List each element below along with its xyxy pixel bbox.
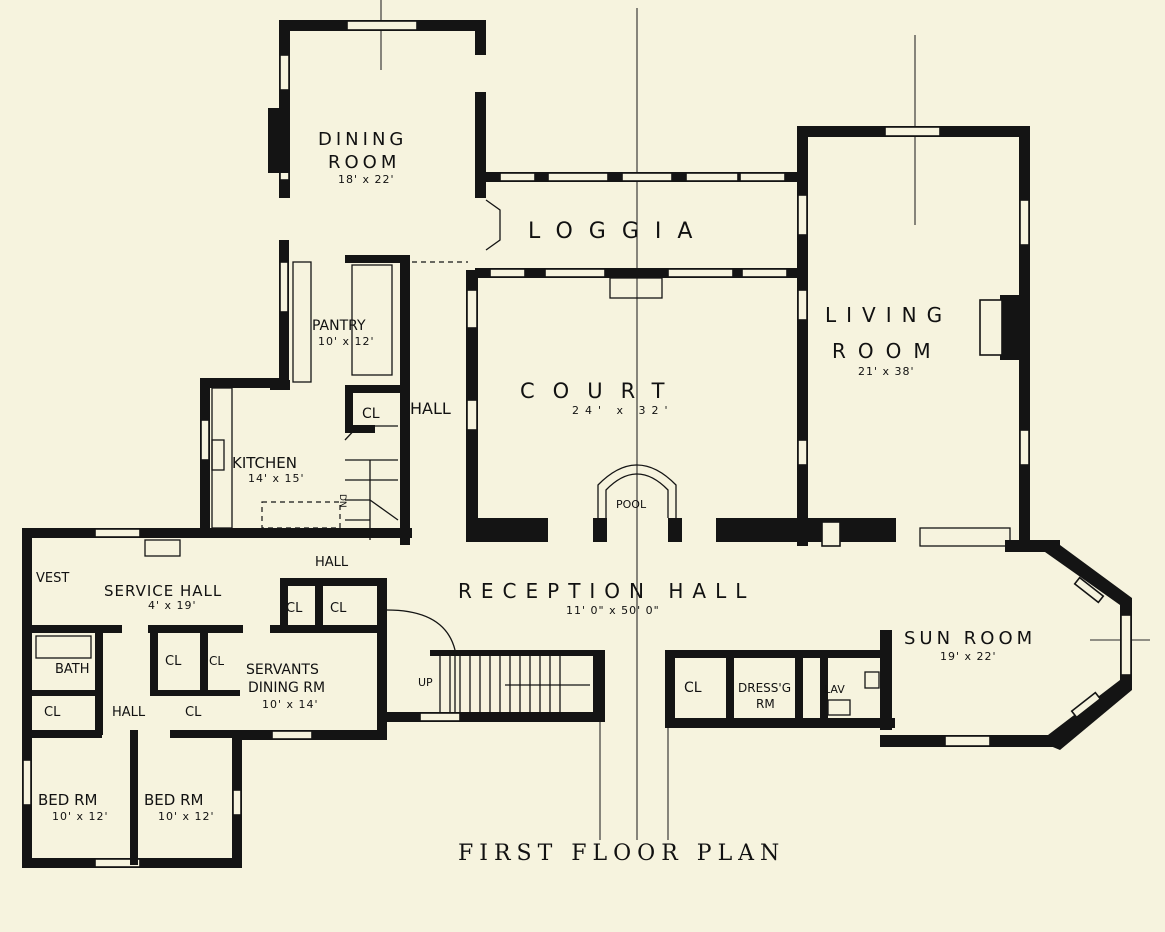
loggia-walls	[412, 172, 805, 299]
sun-room-dimensions: 19' x 22'	[940, 650, 997, 663]
living-room-label-line1: LIVING	[825, 303, 952, 327]
living-room-walls	[797, 126, 1030, 546]
vest-label: VEST	[36, 571, 69, 586]
kitchen-walls	[200, 378, 341, 530]
closet-e-label: CL	[684, 680, 702, 696]
plan-title: FIRST FLOOR PLAN	[458, 841, 785, 866]
bath-label: BATH	[55, 662, 90, 677]
closet-d-label: CL	[209, 654, 224, 668]
stair-dn-label: DN	[337, 494, 347, 508]
room-labels: DINING ROOM 18' x 22' LOGGIA LIVING ROOM…	[36, 129, 1036, 823]
closet-g-label: CL	[185, 705, 202, 720]
dining-room-label-line2: ROOM	[328, 152, 400, 173]
pantry-label: PANTRY	[312, 318, 366, 334]
servants-dining-label-line1: SERVANTS	[246, 662, 319, 678]
service-hall-dimensions: 4' x 19'	[148, 599, 197, 612]
stair-up-label: UP	[418, 676, 433, 689]
reception-hall-label: RECEPTION HALL	[458, 579, 755, 603]
dining-room-walls	[268, 20, 486, 198]
dining-room-label-line1: DINING	[318, 129, 407, 150]
closet-kitchen-label: CL	[362, 406, 380, 422]
reception-hall-walls	[385, 518, 896, 728]
dressing-room-label-line1: DRESS'G	[738, 681, 791, 695]
servants-dining-dimensions: 10' x 14'	[262, 698, 319, 711]
closet-f-label: CL	[44, 705, 61, 720]
closet-c-label: CL	[165, 654, 182, 669]
closet-a-label: CL	[286, 601, 303, 616]
service-hall-label: SERVICE HALL	[104, 582, 222, 600]
sun-room-walls	[880, 527, 1132, 750]
lav-label: LAV	[824, 683, 845, 696]
court-walls	[466, 270, 806, 542]
hall-lower-label: HALL	[112, 705, 146, 720]
living-room-dimensions: 21' x 38'	[858, 365, 915, 378]
pantry-walls	[279, 240, 410, 545]
court-dimensions: 24' x 32'	[572, 404, 674, 417]
dining-room-dimensions: 18' x 22'	[338, 173, 395, 186]
bedroom-1-label: BED RM	[38, 791, 97, 809]
kitchen-label: KITCHEN	[232, 454, 297, 472]
kitchen-dimensions: 14' x 15'	[248, 472, 305, 485]
sun-room-label: SUN ROOM	[904, 628, 1036, 649]
hall-vertical-label: HALL	[410, 399, 451, 418]
reception-hall-dimensions: 11' 0" x 50' 0"	[566, 604, 660, 617]
bedroom-1-dimensions: 10' x 12'	[52, 810, 109, 823]
staircase-treads	[439, 656, 590, 712]
bedroom-2-label: BED RM	[144, 791, 203, 809]
servants-dining-label-line2: DINING RM	[248, 680, 325, 696]
living-room-label-line2: ROOM	[832, 339, 943, 363]
hall-upper-small-label: HALL	[315, 555, 349, 570]
service-wing-walls	[22, 528, 412, 868]
court-label: COURT	[520, 379, 682, 403]
bedroom-2-dimensions: 10' x 12'	[158, 810, 215, 823]
pool-label: POOL	[616, 498, 647, 511]
closet-b-label: CL	[330, 601, 347, 616]
pantry-dimensions: 10' x 12'	[318, 335, 375, 348]
loggia-label: LOGGIA	[528, 219, 708, 244]
dressing-room-label-line2: RM	[756, 697, 775, 711]
